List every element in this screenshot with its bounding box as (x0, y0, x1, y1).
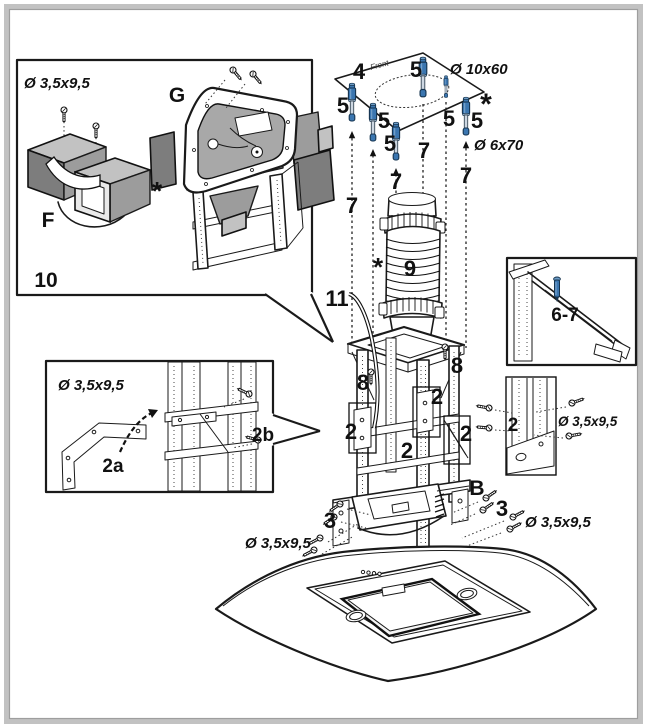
spring (434, 493, 445, 518)
screw-label-8: 8 (451, 353, 463, 378)
anchor-label-5: 5 (384, 131, 396, 156)
column-detail (506, 378, 555, 475)
ceiling-anchors: 4 5 5 5 5 5 5 Ø 10x60 * Ø 6x70 7 7 7 7 (337, 56, 524, 218)
rod-label-7: 7 (460, 163, 472, 188)
callout-frame (164, 361, 259, 492)
part-label-2b: 2b (252, 425, 274, 446)
anchor-label-5: 5 (378, 108, 390, 133)
callout-10-asterisk: * (152, 176, 163, 206)
bracket-label-2: 2 (345, 419, 357, 444)
detail-2-box: 2 Ø 3,5x9,5 (474, 376, 618, 476)
bracket-label-2: 2 (508, 415, 519, 436)
callout-box-67: 6-7 (505, 256, 638, 367)
rod-label-7: 7 (418, 138, 430, 163)
screw-size-label: Ø 3,5x9,5 (558, 414, 618, 429)
anchor-label-5: 5 (410, 57, 422, 82)
screw-label-3: 3 (496, 496, 508, 521)
anchor-label-5: 5 (471, 108, 483, 133)
duct-asterisk: * (373, 252, 384, 282)
bottom-bracket-left (332, 499, 350, 547)
page-frame (4, 4, 643, 724)
part-f-deflectors (27, 133, 151, 228)
suspension-rods (348, 102, 470, 348)
support-tower (300, 325, 527, 581)
part-label-f: F (42, 209, 55, 232)
plate-label-4: 4 (353, 59, 366, 84)
part-label-2a: 2a (102, 456, 124, 477)
cable-label-11: 11 (325, 286, 348, 311)
rod-label-7: 7 (390, 169, 402, 194)
callout-box-10: Ø 3,5x9,5 F (15, 58, 335, 343)
bracket-label-2: 2 (401, 438, 413, 463)
screw-size-label: Ø 3,5x9,5 (24, 75, 91, 92)
control-buttons[interactable] (360, 569, 382, 576)
bottom-bracket-right (451, 488, 469, 524)
rod-label-7: 7 (346, 193, 358, 218)
anchor-size-label: Ø 10x60 (450, 61, 508, 78)
screw-size-label: Ø 3,5x9,5 (58, 377, 125, 394)
anchor-label-5: 5 (443, 106, 455, 131)
ceiling-hole (374, 73, 450, 109)
cross-bar-lower (356, 451, 460, 476)
screw-size-label: Ø 3,5x9,5 (525, 514, 592, 531)
callout-box-2ab: Ø 3,5x9,5 2a (44, 359, 322, 494)
screw-size-label: Ø 3,5x9,5 (245, 535, 312, 552)
blue-screw (553, 276, 561, 302)
anchor-label-5: 5 (337, 93, 349, 118)
bracket-label-2: 2 (460, 421, 472, 446)
part-label-g: G (169, 84, 185, 107)
step-label-6-7: 6-7 (551, 305, 578, 326)
step-label-10: 10 (34, 269, 57, 292)
duct-label-9: 9 (404, 256, 416, 281)
hood-canopy (214, 545, 598, 683)
corner-detail (508, 259, 631, 363)
point-label-b: B (469, 477, 484, 500)
screw-label-3: 3 (324, 508, 336, 533)
optional-asterisk: * (480, 88, 492, 121)
power-cable (348, 292, 380, 429)
screw-label-8: 8 (357, 370, 369, 395)
screw-size-label: Ø 6x70 (474, 137, 524, 154)
bracket-2a (61, 422, 147, 491)
bracket-label-2: 2 (431, 384, 443, 409)
part-g-assembly (149, 86, 335, 271)
filter-latch[interactable] (381, 583, 406, 597)
bracket-callouts (348, 386, 471, 465)
